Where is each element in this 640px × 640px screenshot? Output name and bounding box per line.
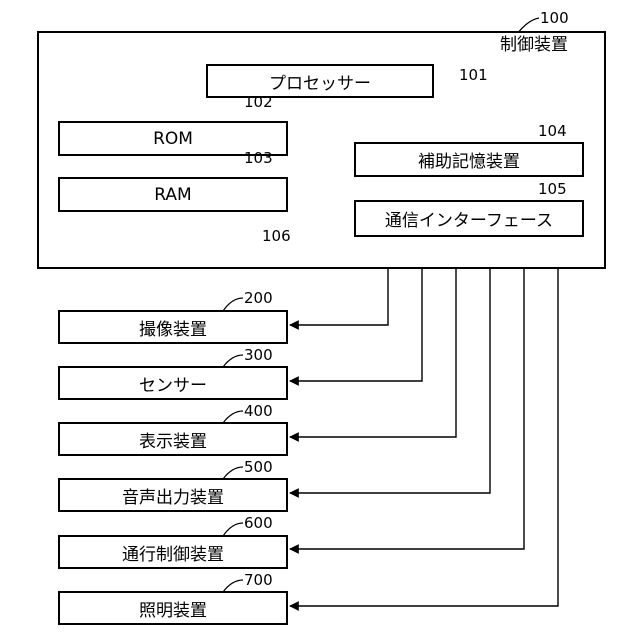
processor-label: プロセッサー — [269, 69, 371, 94]
device-box-sensor: センサー — [58, 366, 288, 400]
link-to-device-500 — [290, 237, 490, 493]
device-box-passage-control: 通行制御装置 — [58, 535, 288, 569]
device-label: 表示装置 — [139, 427, 207, 452]
device-label: センサー — [139, 371, 207, 396]
link-to-device-700 — [290, 237, 558, 606]
rom-label: ROM — [153, 129, 193, 149]
comm-interface-box: 通信インターフェース — [354, 200, 584, 237]
external-links — [290, 237, 558, 606]
device-box-lighting: 照明装置 — [58, 591, 288, 625]
device-ref: 500 — [244, 459, 273, 475]
device-label: 撮像装置 — [139, 315, 207, 340]
device-label: 通行制御装置 — [122, 540, 224, 565]
device-ref: 200 — [244, 290, 273, 306]
device-box-audio-output: 音声出力装置 — [58, 478, 288, 512]
control-device-ref: 100 — [540, 10, 569, 26]
bus-ref: 106 — [262, 228, 291, 244]
processor-ref: 101 — [459, 67, 488, 83]
device-label: 照明装置 — [139, 596, 207, 621]
aux-storage-box: 補助記憶装置 — [354, 142, 584, 177]
control-device-title: 制御装置 — [500, 37, 568, 53]
aux-storage-label: 補助記憶装置 — [418, 147, 520, 172]
device-box-display: 表示装置 — [58, 422, 288, 456]
aux-storage-ref: 104 — [538, 123, 567, 139]
link-to-device-600 — [290, 237, 524, 549]
device-ref: 400 — [244, 403, 273, 419]
device-label: 音声出力装置 — [122, 483, 224, 508]
ram-ref: 103 — [244, 150, 273, 166]
processor-box: プロセッサー — [206, 64, 434, 98]
ram-box: RAM — [58, 177, 288, 212]
comm-interface-label: 通信インターフェース — [385, 206, 553, 231]
device-box-imaging: 撮像装置 — [58, 310, 288, 344]
device-ref: 700 — [244, 572, 273, 588]
comm-interface-ref: 105 — [538, 181, 567, 197]
rom-ref: 102 — [244, 94, 273, 110]
ram-label: RAM — [154, 185, 191, 205]
device-ref: 300 — [244, 347, 273, 363]
device-ref: 600 — [244, 515, 273, 531]
